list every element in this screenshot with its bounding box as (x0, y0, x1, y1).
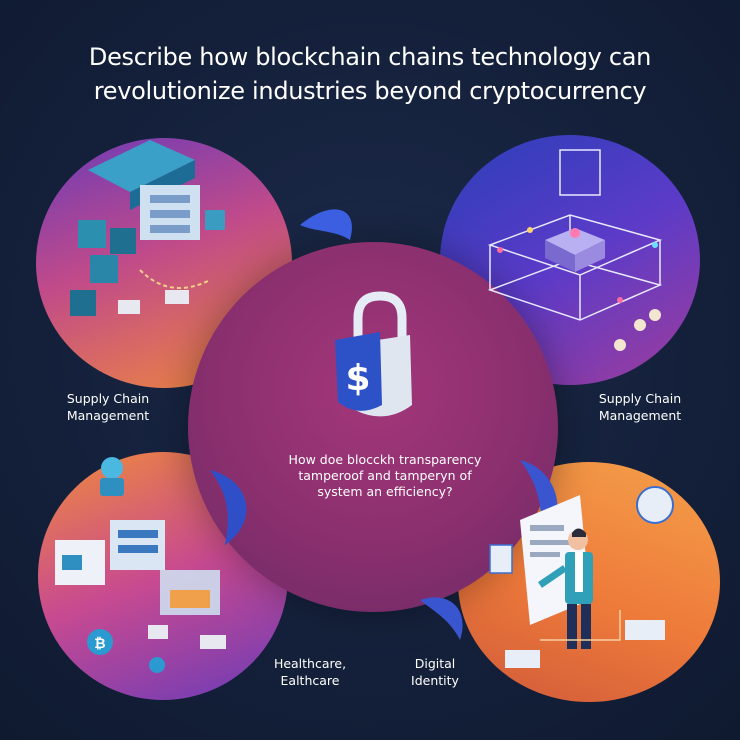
label-bottom-left: Healthcare, Ealthcare (255, 655, 365, 689)
label-line: Healthcare, (273, 656, 347, 671)
label-line: Supply Chain (66, 391, 150, 406)
digital-identity-icon (489, 486, 674, 668)
label-line: Management (598, 408, 682, 423)
title-line: Describe how blockchain chains technolog… (88, 43, 652, 71)
center-line: system an efficiency? (317, 484, 453, 499)
swoosh-shape (420, 597, 463, 640)
center-question: How doe blocckh transparency tamperoof a… (250, 452, 520, 500)
label-line: Supply Chain (598, 391, 682, 406)
label-top-left: Supply Chain Management (48, 390, 168, 424)
center-line: tamperoof and tamperyn of (298, 468, 472, 483)
center-line: How doe blocckh transparency (288, 452, 482, 467)
swoosh-shape (210, 470, 247, 545)
svg-text:₿: ₿ (94, 636, 105, 652)
warehouse-icon (70, 140, 225, 316)
title-line: revolutionize industries beyond cryptocu… (93, 77, 647, 105)
blockchain-network-icon (487, 149, 663, 351)
logistics-icon: ₿ (55, 457, 226, 673)
svg-text:$: $ (345, 358, 370, 399)
label-line: Digital (414, 656, 456, 671)
padlock-dollar-icon: $ (335, 291, 412, 417)
label-line: Identity (411, 673, 459, 688)
label-line: Ealthcare (280, 673, 340, 688)
label-top-right: Supply Chain Management (575, 390, 705, 424)
page-title: Describe how blockchain chains technolog… (0, 40, 740, 108)
label-bottom-right: Digital Identity (390, 655, 480, 689)
swoosh-shape (300, 209, 352, 240)
label-line: Management (66, 408, 150, 423)
